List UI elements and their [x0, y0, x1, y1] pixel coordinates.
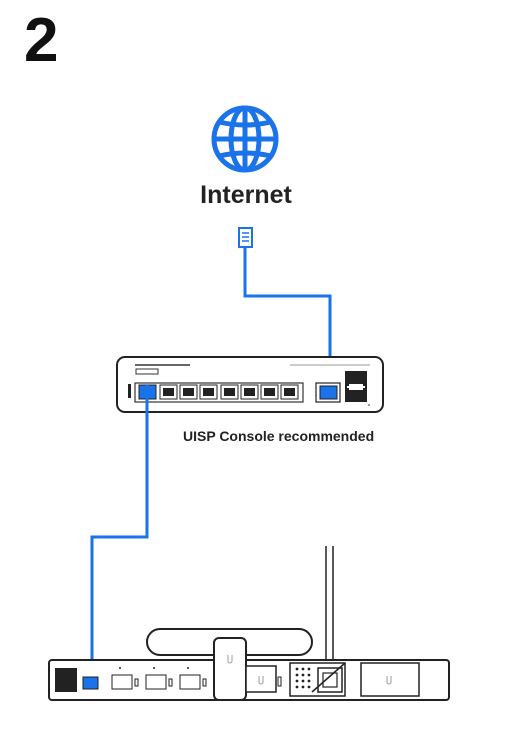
switch-port-6 — [240, 384, 259, 400]
switch-port-2 — [159, 384, 178, 400]
globe-icon — [211, 105, 279, 173]
switch-port-3 — [179, 384, 198, 400]
internet-label: Internet — [200, 181, 292, 209]
switch-device — [116, 356, 384, 413]
power-cable — [325, 546, 334, 680]
gateway-device — [48, 628, 450, 701]
switch-sfp-port — [345, 371, 367, 402]
switch-uplink-port — [315, 382, 341, 403]
switch-port-4 — [199, 384, 218, 400]
ethernet-plug-icon — [238, 227, 253, 248]
lan-cable — [90, 385, 149, 683]
uisp-console-note: UISP Console recommended — [183, 428, 375, 444]
internet-cable — [243, 247, 332, 384]
switch-port-7 — [260, 384, 279, 400]
switch-port-8 — [280, 384, 299, 400]
switch-port-5 — [220, 384, 239, 400]
step-number: 2 — [24, 6, 59, 75]
